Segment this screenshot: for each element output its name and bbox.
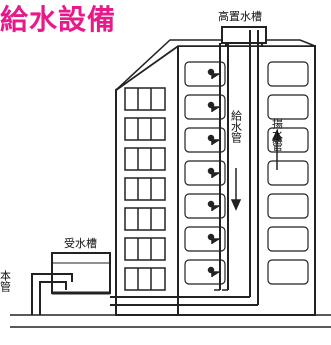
riser-pipe <box>249 30 259 305</box>
page-title: 給水設備 <box>0 3 117 36</box>
label-supply-pipe: 給水管 <box>230 109 243 144</box>
label-riser-pipe: 揚水管 <box>271 118 284 152</box>
label-elevated-tank: 高置水槽 <box>218 9 262 23</box>
building-roof <box>115 39 316 91</box>
elevated-tank <box>221 26 267 47</box>
supply-pipe <box>219 43 229 290</box>
side-windows <box>124 87 166 291</box>
label-receiving-tank: 受水槽 <box>64 237 97 250</box>
water-main-pipe <box>31 273 73 315</box>
ground-line <box>10 314 331 328</box>
pump-connection-pipe <box>110 296 258 306</box>
receiving-tank <box>51 252 111 295</box>
riser-flow-arrow <box>271 129 283 170</box>
faucets <box>207 68 220 277</box>
supply-flow-arrow <box>230 168 242 211</box>
label-water-main: 本管 <box>0 269 12 293</box>
front-floor-bays <box>184 61 309 285</box>
